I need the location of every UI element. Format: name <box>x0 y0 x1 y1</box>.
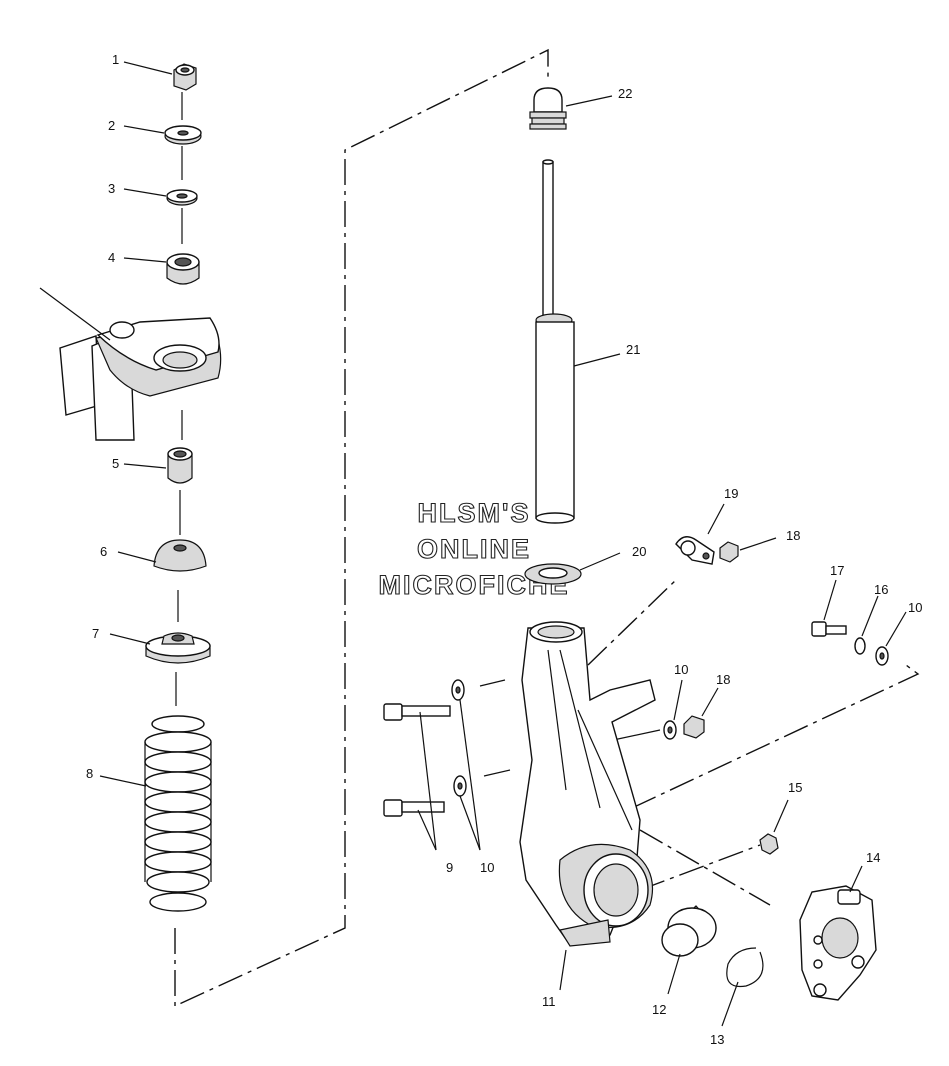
callouts: 1 2 3 4 5 6 7 8 9 10 10 10 11 12 13 14 1… <box>86 52 922 1047</box>
washer-10-right <box>875 646 889 666</box>
callout-11: 11 <box>542 994 556 1009</box>
svg-text:HLSM'S: HLSM'S <box>418 498 531 528</box>
bolts <box>383 703 451 817</box>
watermark: HLSM'S ONLINE MICROFICHE <box>378 497 570 600</box>
spring-seat-washer <box>524 563 582 585</box>
caliper-bolt <box>811 621 847 637</box>
callout-8: 8 <box>86 766 93 781</box>
callout-14: 14 <box>866 850 880 865</box>
callout-4: 4 <box>108 250 115 265</box>
callout-13: 13 <box>710 1032 724 1047</box>
steering-knuckle <box>519 621 656 947</box>
brake-line-clamp <box>675 536 715 565</box>
large-washer <box>164 125 202 145</box>
callout-1: 1 <box>112 52 119 67</box>
bleeder-screw <box>759 833 779 855</box>
callout-15: 15 <box>788 780 802 795</box>
callout-7: 7 <box>92 626 99 641</box>
callout-3: 3 <box>108 181 115 196</box>
callout-9: 9 <box>446 860 453 875</box>
small-washer <box>166 189 198 206</box>
callout-21: 21 <box>626 342 640 357</box>
callout-16: 16 <box>874 582 888 597</box>
washer-10-mid <box>663 720 677 740</box>
washers-10-left <box>451 679 467 797</box>
snap-ring <box>726 947 764 988</box>
upper-bushing <box>166 253 200 285</box>
callout-20: 20 <box>632 544 646 559</box>
callout-19: 19 <box>724 486 738 501</box>
brake-caliper <box>799 885 877 1001</box>
lower-bushing <box>167 447 193 484</box>
callout-12: 12 <box>652 1002 666 1017</box>
nut-18-lower <box>683 715 705 739</box>
callout-5: 5 <box>112 456 119 471</box>
svg-text:ONLINE: ONLINE <box>417 534 531 564</box>
shock-absorber <box>535 159 575 524</box>
nut <box>173 63 197 91</box>
callout-10-mid: 10 <box>674 662 688 677</box>
svg-text:MICROFICHE: MICROFICHE <box>379 570 570 600</box>
wheel-bearing <box>661 905 717 957</box>
lock-washer-16 <box>854 637 866 655</box>
coil-spring <box>144 715 212 912</box>
callout-22: 22 <box>618 86 632 101</box>
callout-18-upper: 18 <box>786 528 800 543</box>
callout-10-left: 10 <box>480 860 494 875</box>
callout-10-right: 10 <box>908 600 922 615</box>
callout-17: 17 <box>830 563 844 578</box>
clamp-nut <box>719 541 739 563</box>
bump-stop <box>529 87 567 130</box>
dome-retainer <box>153 539 207 572</box>
callout-18-lower: 18 <box>716 672 730 687</box>
spring-seat <box>145 632 211 664</box>
leader-lines <box>99 61 907 1027</box>
frame-mount-bracket <box>39 287 222 441</box>
callout-6: 6 <box>100 544 107 559</box>
callout-2: 2 <box>108 118 115 133</box>
